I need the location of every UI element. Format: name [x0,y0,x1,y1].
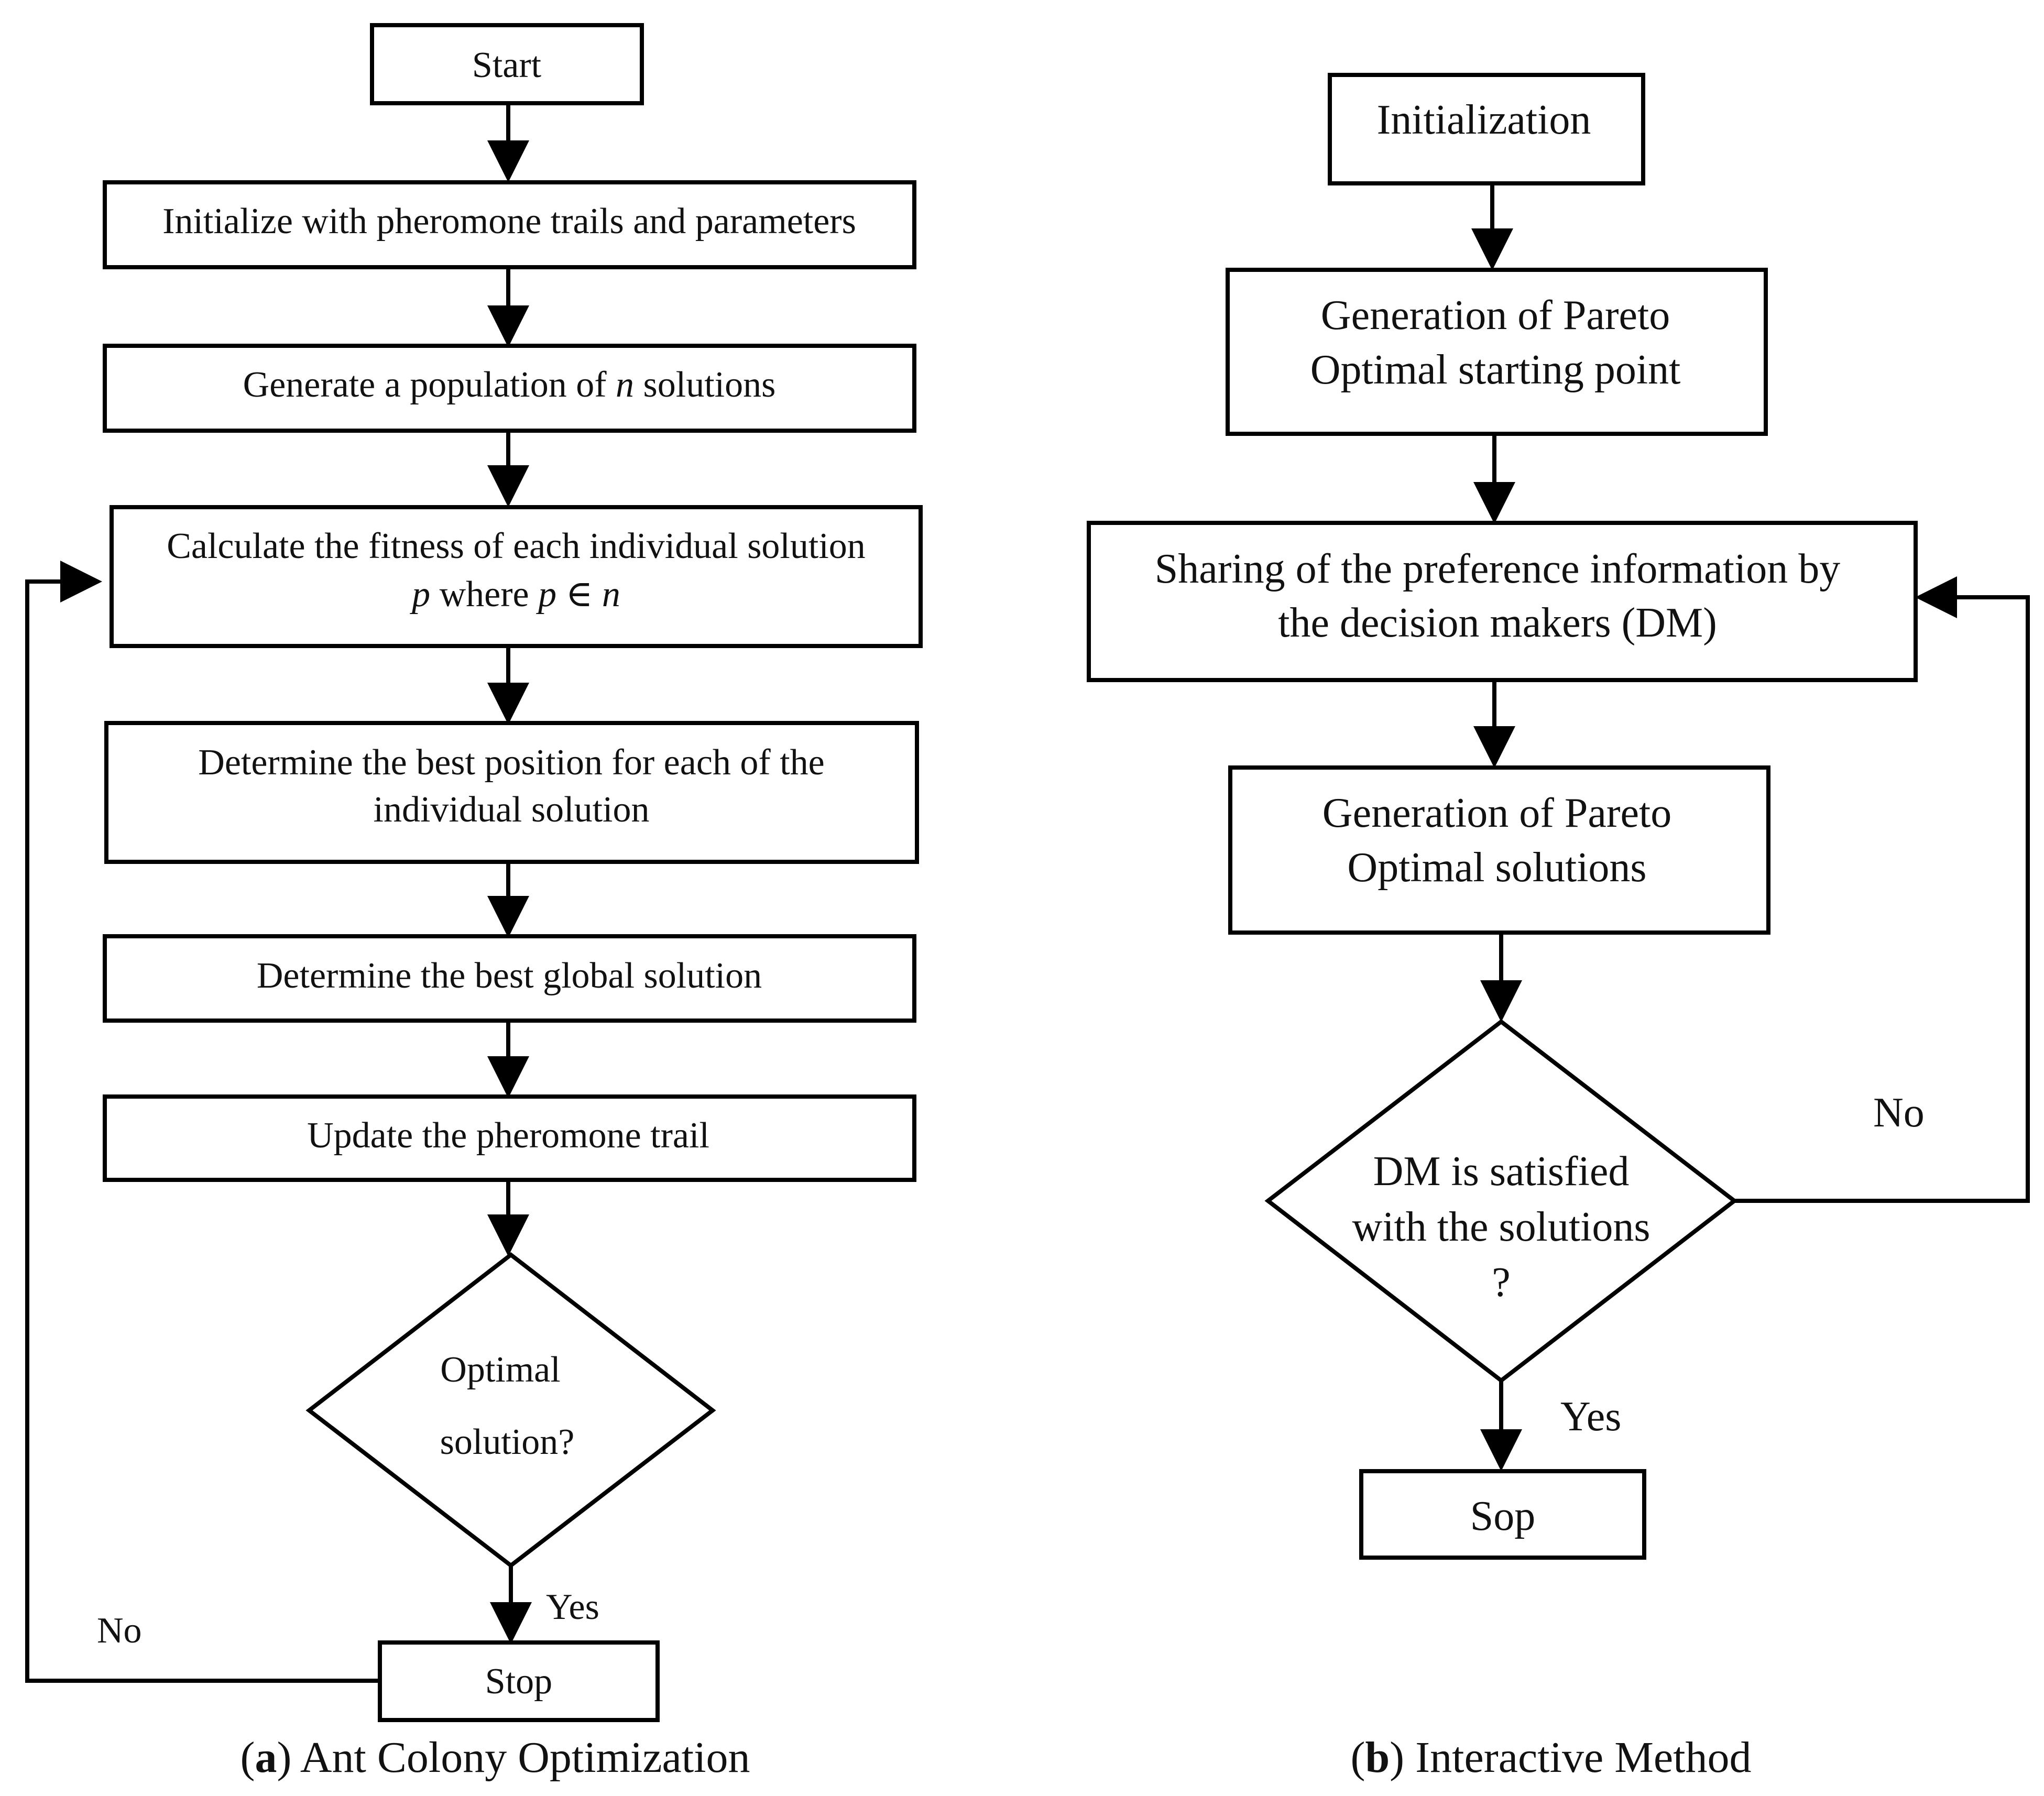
generate-text-post: solutions [634,365,775,405]
edge-no-loop-b [1734,576,2030,1203]
decision-label-line2: solution? [440,1422,575,1462]
dm-satisfied-decision-node [1264,1019,1738,1384]
fitness-node [110,505,923,648]
gen-start-node [1226,268,1768,436]
diagram-a: Start Initialize with pheromone trails a… [25,23,923,1782]
best-position-label-line1: Determine the best position for each of … [198,742,824,783]
init-label: Initialize with pheromone trails and par… [162,201,856,242]
best-position-node [104,721,919,864]
dm-decision-label-line3: ? [1492,1260,1511,1306]
caption-b-letter: b [1365,1733,1390,1782]
generate-text-pre: Generate a population of [243,365,616,405]
update-node [103,1094,916,1182]
gen-solutions-node [1228,765,1770,935]
fitness-in: ∈ [556,574,602,615]
optimal-decision-node [305,1252,716,1569]
best-global-label: Determine the best global solution [257,956,762,996]
stop-label: Stop [485,1661,552,1702]
initialization-node [1328,73,1645,185]
gen-start-label-line2: Optimal starting point [1310,347,1681,393]
gen-start-label-line1: Generation of Pareto [1321,292,1670,338]
diagram-b: Initialization Generation of Pareto Opti… [1087,73,2030,1782]
update-label: Update the pheromone trail [307,1115,709,1156]
fitness-var-p2: p [535,574,556,615]
fitness-var-n: n [602,574,620,615]
dm-decision-label-line1: DM is satisfied [1373,1148,1630,1195]
caption-a: (a) Ant Colony Optimization [241,1733,750,1782]
gen-solutions-label-line1: Generation of Pareto [1322,790,1671,836]
sharing-label-line1: Sharing of the preference information by [1155,546,1840,592]
edge-no-loop-a [25,561,380,1683]
stop-node-b [1359,1469,1646,1560]
caption-a-text: Ant Colony Optimization [291,1733,750,1782]
sharing-label-line2: the decision makers (DM) [1278,600,1717,646]
edge-yes-label-b: Yes [1560,1394,1621,1440]
generate-text-var: n [616,365,634,405]
generate-node [103,344,916,433]
initialization-label: Initialization [1377,97,1591,143]
fitness-label-line1: Calculate the fitness of each individual… [167,526,866,566]
caption-b: (b) Interactive Method [1350,1733,1751,1782]
best-position-label-line2: individual solution [374,790,650,830]
generate-label: Generate a population of n solutions [243,365,776,405]
fitness-label-line2: p where p ∈ n [409,574,620,615]
start-node [370,23,644,105]
dm-decision-label-line2: with the solutions [1352,1204,1650,1250]
fitness-var-p1: p [409,574,430,615]
sharing-node [1087,521,1918,682]
decision-label-line1: Optimal [440,1350,560,1390]
edge-no-label-a: No [97,1611,142,1651]
init-node [103,180,916,269]
caption-a-letter: a [255,1733,277,1782]
stop-label-b: Sop [1470,1493,1536,1539]
gen-solutions-label-line2: Optimal solutions [1347,845,1646,891]
stop-node [378,1640,660,1722]
fitness-where: where [430,574,538,615]
edge-yes-label-a: Yes [546,1587,599,1627]
edge-no-label-b: No [1873,1090,1925,1136]
best-global-node [103,934,916,1023]
caption-b-text: Interactive Method [1404,1733,1751,1782]
start-label: Start [472,45,542,85]
